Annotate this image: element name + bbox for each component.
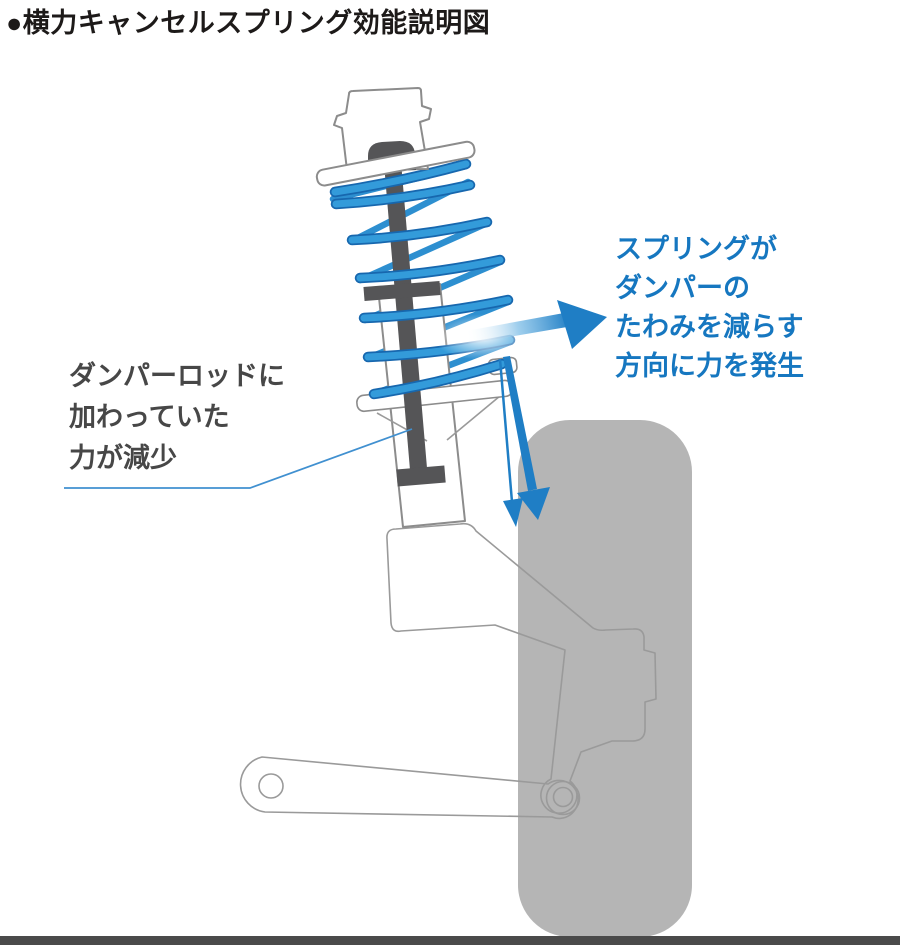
label-damper-rod-force-line1: ダンパーロッドに [69, 361, 285, 391]
label-damper-rod-force-line3: 力が減少 [69, 443, 177, 473]
spring-force-arrow [433, 300, 607, 360]
piston [396, 465, 446, 487]
label-spring-force-line2: ダンパーの [615, 273, 750, 303]
bump-stop [363, 281, 441, 301]
arm-bushing [258, 773, 284, 799]
steering-knuckle-outline [386, 522, 657, 814]
upper-spring-seat [315, 140, 476, 187]
label-spring-force-line1: スプリングが [615, 234, 777, 264]
tire [518, 420, 692, 937]
label-spring-force-line3: たわみを減らす [615, 312, 804, 342]
label-damper-rod-force-line2: 加わっていた [69, 402, 230, 432]
ground-line [0, 936, 900, 945]
leader-line [64, 428, 413, 489]
label-spring-force-line4: 方向に力を発生 [615, 351, 804, 381]
damper-load-arrows [498, 356, 550, 527]
lower-control-arm [239, 756, 579, 820]
diagram-title: ●横力キャンセルスプリング効能説明図 [6, 8, 491, 38]
label-spring-force: スプリングが ダンパーの たわみを減らす 方向に力を発生 [615, 230, 804, 386]
label-damper-rod-force: ダンパーロッドに 加わっていた 力が減少 [69, 356, 285, 479]
ball-joint-inner [552, 786, 574, 808]
